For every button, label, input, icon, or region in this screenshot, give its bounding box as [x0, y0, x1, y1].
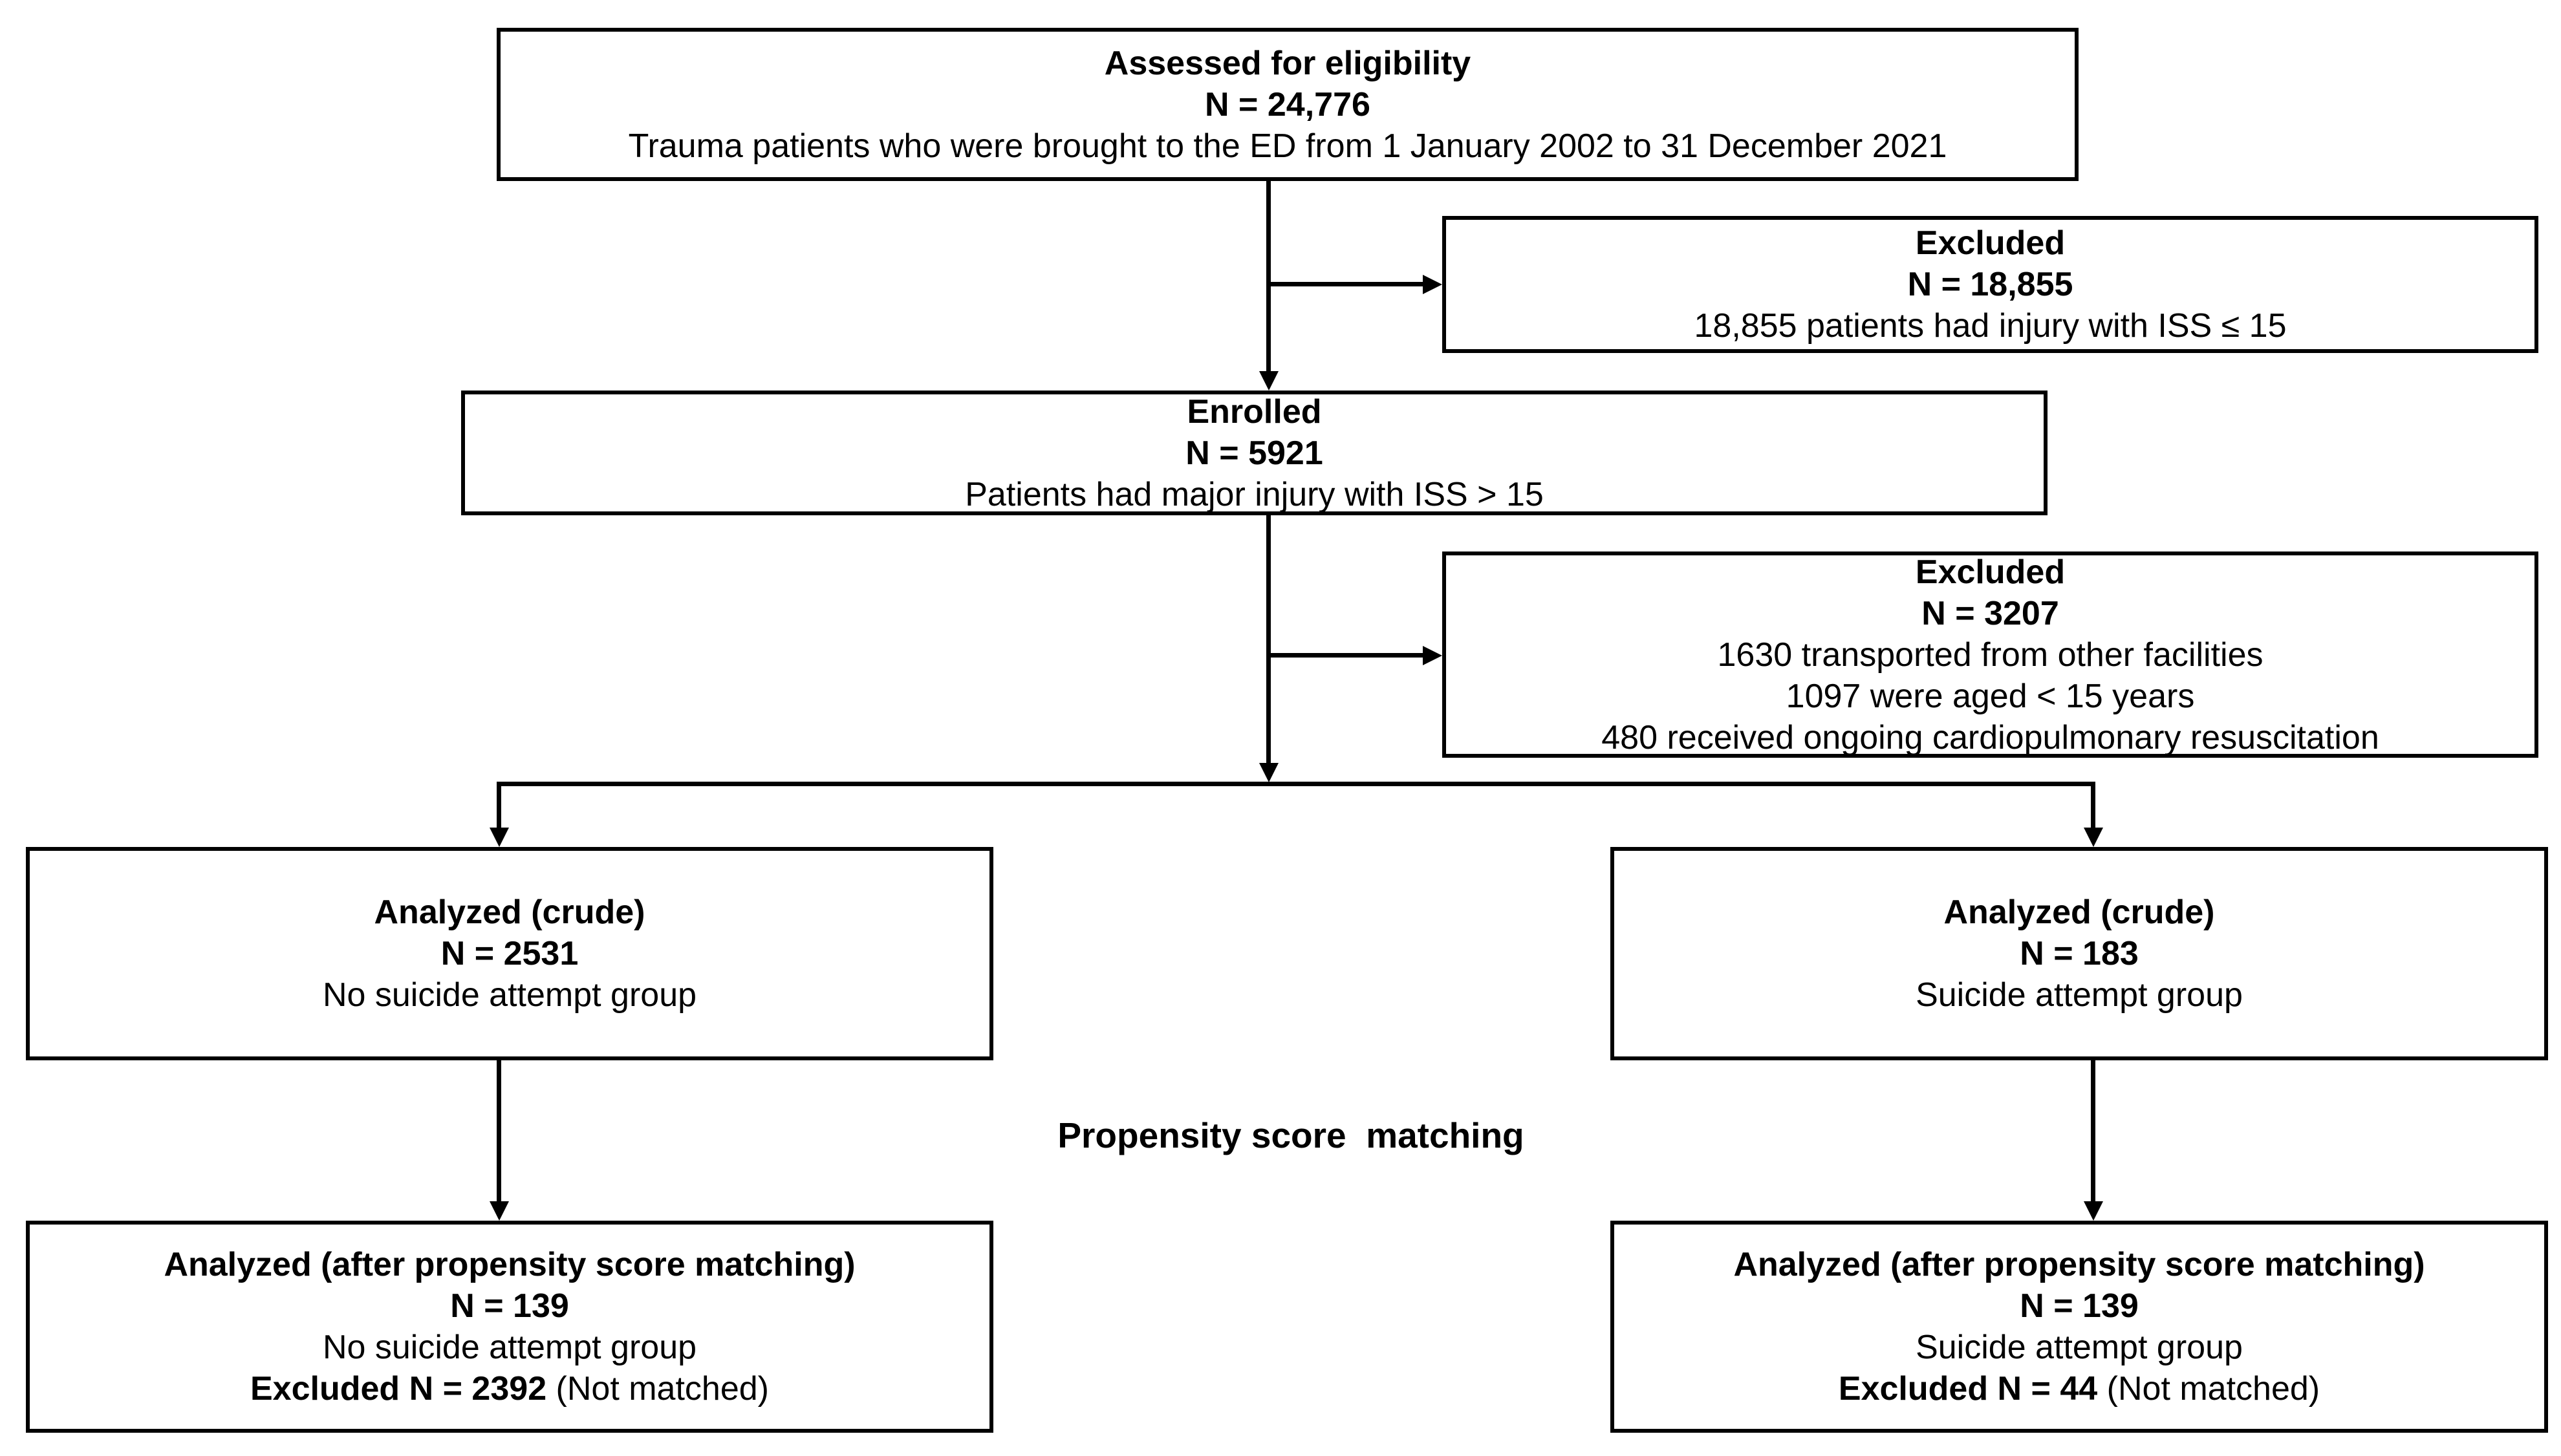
- arrowhead-into-matched-left-icon: [490, 1201, 509, 1221]
- box-content: Analyzed (crude) N = 2531 No suicide attem…: [323, 892, 697, 1016]
- box-line: Suicide attempt group: [1916, 976, 2243, 1014]
- arrowhead-into-enrolled-icon: [1259, 371, 1279, 391]
- box-analyzed-matched-no-suicide: Analyzed (after propensity score matchin…: [26, 1221, 993, 1433]
- arrowhead-into-excluded2-icon: [1423, 646, 1442, 665]
- box-line: 1097 were aged < 15 years: [1786, 677, 2195, 715]
- connector-split-to-crude-right: [2091, 782, 2095, 830]
- connector-enrolled-to-split: [1266, 515, 1271, 764]
- arrowhead-into-excluded1-icon: [1423, 275, 1442, 294]
- connector-branch-to-excluded2: [1266, 653, 1423, 658]
- box-line: Assessed for eligibility: [1104, 44, 1471, 82]
- arrowhead-into-crude-left-icon: [490, 828, 509, 847]
- box-line: Trauma patients who were brought to the …: [628, 127, 1947, 165]
- connector-split-to-crude-left: [497, 782, 501, 830]
- box-line: Patients had major injury with ISS > 15: [965, 475, 1544, 513]
- connector-crude-to-matched-right: [2091, 1060, 2095, 1203]
- connector-assessed-to-enrolled: [1266, 181, 1271, 372]
- box-line: Analyzed (after propensity score matchin…: [1733, 1246, 2425, 1283]
- box-line: N = 2531: [440, 935, 579, 972]
- box-excluded-iss: Excluded N = 18,855 18,855 patients had in…: [1442, 216, 2538, 353]
- arrowhead-into-matched-right-icon: [2084, 1201, 2103, 1221]
- box-line: N = 183: [2020, 935, 2139, 972]
- box-line: Analyzed (after propensity score matchin…: [164, 1246, 856, 1283]
- box-line: Excluded N = 44 (Not matched): [1838, 1370, 2320, 1408]
- box-line: N = 3207: [1921, 594, 2059, 632]
- box-content: Excluded N = 18,855 18,855 patients had in…: [1694, 222, 2287, 347]
- box-line: N = 24,776: [1205, 85, 1370, 123]
- propensity-score-matching-label: Propensity score matching: [1057, 1115, 1524, 1155]
- box-line: Excluded: [1915, 224, 2066, 262]
- box-line: No suicide attempt group: [322, 976, 697, 1014]
- box-line: N = 139: [2020, 1287, 2139, 1325]
- box-line: Enrolled: [1187, 392, 1322, 431]
- arrowhead-into-split-icon: [1259, 763, 1279, 782]
- box-line: 1630 transported from other facilities: [1717, 636, 2264, 674]
- box-line: No suicide attempt group: [322, 1329, 697, 1366]
- box-line: Excluded N = 2392 (Not matched): [250, 1370, 769, 1408]
- box-content: Analyzed (after propensity score matchin…: [1733, 1244, 2425, 1409]
- box-line: 18,855 patients had injury with ISS ≤ 15: [1694, 307, 2287, 345]
- arrowhead-into-crude-right-icon: [2084, 828, 2103, 847]
- connector-split-bar: [497, 782, 2095, 786]
- box-line: 480 received ongoing cardiopulmonary res…: [1601, 718, 2379, 756]
- connector-crude-to-matched-left: [497, 1060, 501, 1203]
- box-line: Suicide attempt group: [1916, 1329, 2243, 1366]
- box-line: Analyzed (crude): [374, 894, 645, 931]
- connector-branch-to-excluded1: [1266, 282, 1423, 286]
- box-analyzed-crude-no-suicide: Analyzed (crude) N = 2531 No suicide attem…: [26, 847, 993, 1060]
- box-line: N = 139: [450, 1287, 569, 1325]
- box-content: Analyzed (after propensity score matchin…: [164, 1244, 855, 1409]
- box-line: N = 18,855: [1907, 266, 2073, 303]
- box-analyzed-matched-suicide: Analyzed (after propensity score matchin…: [1610, 1221, 2548, 1433]
- box-line: N = 5921: [1185, 434, 1323, 472]
- box-line: Excluded: [1915, 553, 2066, 591]
- box-line: Analyzed (crude): [1943, 894, 2215, 931]
